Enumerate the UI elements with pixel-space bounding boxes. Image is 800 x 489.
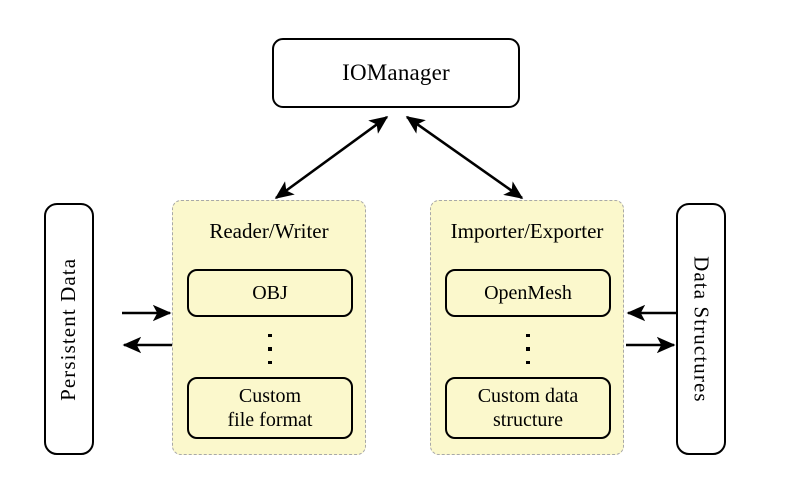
leaf-obj-label: OBJ: [252, 282, 288, 304]
leaf-custom-data-structure-line1: Custom data: [477, 385, 579, 407]
leaf-custom-data-structure[interactable]: Custom data structure: [445, 377, 611, 439]
iomanager-label: IOManager: [342, 60, 450, 86]
leaf-custom-file-format[interactable]: Custom file format: [187, 377, 353, 439]
leaf-openmesh[interactable]: OpenMesh: [445, 269, 611, 317]
panel-importer-exporter[interactable]: Importer/Exporter OpenMesh Custom data s…: [430, 200, 624, 455]
panel-importer-exporter-title: Importer/Exporter: [450, 219, 604, 243]
node-data-structures[interactable]: Data Structures: [676, 203, 726, 455]
data-structures-label: Data Structures: [689, 255, 714, 403]
leaf-obj[interactable]: OBJ: [187, 269, 353, 317]
leaf-custom-data-structure-line2: structure: [493, 409, 563, 431]
leaf-custom-file-format-line2: file format: [227, 409, 313, 431]
persistent-data-label: Persistent Data: [56, 257, 81, 401]
panel-reader-writer-ellipsis: [260, 334, 280, 364]
panel-reader-writer[interactable]: Reader/Writer OBJ Custom file format: [172, 200, 366, 455]
leaf-openmesh-label: OpenMesh: [484, 282, 572, 304]
arrow-manager-reader-writer: [274, 115, 389, 200]
node-persistent-data[interactable]: Persistent Data: [44, 203, 94, 455]
leaf-custom-file-format-line1: Custom: [238, 385, 302, 407]
panel-importer-exporter-ellipsis: [518, 334, 538, 364]
arrow-manager-importer-exporter: [405, 115, 524, 200]
node-iomanager[interactable]: IOManager: [272, 38, 520, 108]
panel-reader-writer-title: Reader/Writer: [209, 219, 329, 243]
